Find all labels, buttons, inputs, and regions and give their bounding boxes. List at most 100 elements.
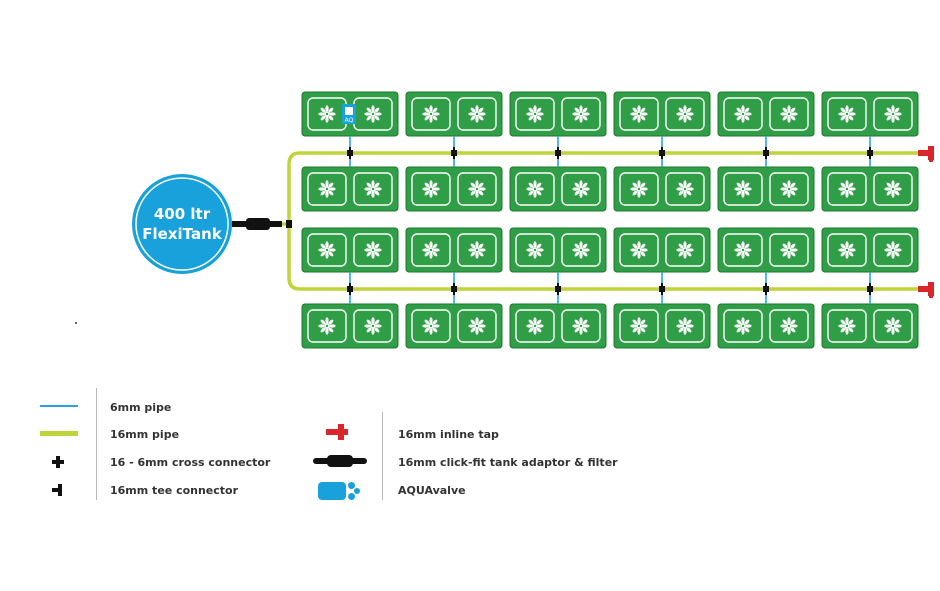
petal (536, 251, 542, 257)
petal (328, 327, 334, 333)
petal (478, 182, 484, 188)
plant-pot (457, 97, 497, 131)
petal (884, 324, 891, 328)
plant-module (509, 227, 607, 273)
flower-core (475, 187, 479, 191)
plant-pot (723, 172, 763, 206)
petal (845, 252, 849, 259)
petal (574, 243, 580, 249)
petal (894, 327, 900, 333)
petal (572, 112, 579, 116)
petal (745, 112, 752, 116)
petal (364, 324, 371, 328)
petal (632, 327, 638, 333)
flower-core (741, 248, 745, 252)
plant-pot (769, 309, 809, 343)
petal (470, 327, 476, 333)
petal (790, 243, 796, 249)
petal (640, 319, 646, 325)
petal (526, 324, 533, 328)
petal (479, 248, 486, 252)
petal (686, 107, 692, 113)
cross-connector-icon (52, 456, 64, 468)
petal (895, 112, 902, 116)
petal (848, 190, 854, 196)
petal (686, 243, 692, 249)
flower-core (475, 112, 479, 116)
petal (630, 324, 637, 328)
cross-connector-arm (453, 283, 455, 295)
petal (840, 182, 846, 188)
petal (429, 191, 433, 198)
petal (641, 187, 648, 191)
stray-dot (75, 322, 77, 324)
petal (526, 248, 533, 252)
cross-connector-arm (557, 147, 559, 159)
petal (840, 190, 846, 196)
flower-core (475, 248, 479, 252)
petal (840, 327, 846, 333)
pot-outline (873, 233, 913, 267)
petal (429, 252, 433, 259)
petal (470, 251, 476, 257)
petal (470, 182, 476, 188)
plant-pot (561, 97, 601, 131)
petal (478, 107, 484, 113)
petal (574, 251, 580, 257)
petal (371, 105, 375, 112)
petal (745, 187, 752, 191)
petal (641, 324, 648, 328)
petal (424, 319, 430, 325)
pot-outline (411, 309, 451, 343)
petal (424, 327, 430, 333)
pot-outline (307, 233, 347, 267)
petal (329, 112, 336, 116)
petal (422, 112, 429, 116)
petal (845, 328, 849, 335)
plant-pot (665, 309, 705, 343)
petal (371, 116, 375, 123)
petal (536, 182, 542, 188)
petal (886, 182, 892, 188)
petal (475, 317, 479, 324)
pot-outline (665, 233, 705, 267)
petal (475, 191, 479, 198)
plant-pot (827, 309, 867, 343)
plant-pot (665, 233, 705, 267)
petal (840, 319, 846, 325)
petal (849, 324, 856, 328)
petal (741, 317, 745, 324)
petal (849, 248, 856, 252)
petal (478, 190, 484, 196)
petal (791, 248, 798, 252)
plant-pot (561, 233, 601, 267)
aquavalve-legend-icon (318, 480, 362, 502)
petal (470, 115, 476, 121)
pot-outline (457, 309, 497, 343)
legend-divider-left (96, 388, 97, 500)
plant-pot (827, 97, 867, 131)
plant-pot (307, 309, 347, 343)
petal (528, 251, 534, 257)
petal (526, 112, 533, 116)
plant-pot (353, 233, 393, 267)
petal (325, 241, 329, 248)
inline-tap-icon (326, 424, 348, 440)
plant-module (301, 227, 399, 273)
flower-core (637, 248, 641, 252)
petal (328, 182, 334, 188)
petal (468, 187, 475, 191)
petal (579, 252, 583, 259)
flower-core (891, 248, 895, 252)
petal (848, 243, 854, 249)
cross-connector-arm (869, 283, 871, 295)
petal (678, 107, 684, 113)
petal (734, 112, 741, 116)
petal (325, 105, 329, 112)
petal (838, 187, 845, 191)
legend-label: AQUAvalve (398, 483, 466, 497)
flower-core (579, 112, 583, 116)
petal (637, 328, 641, 335)
petal (433, 187, 440, 191)
